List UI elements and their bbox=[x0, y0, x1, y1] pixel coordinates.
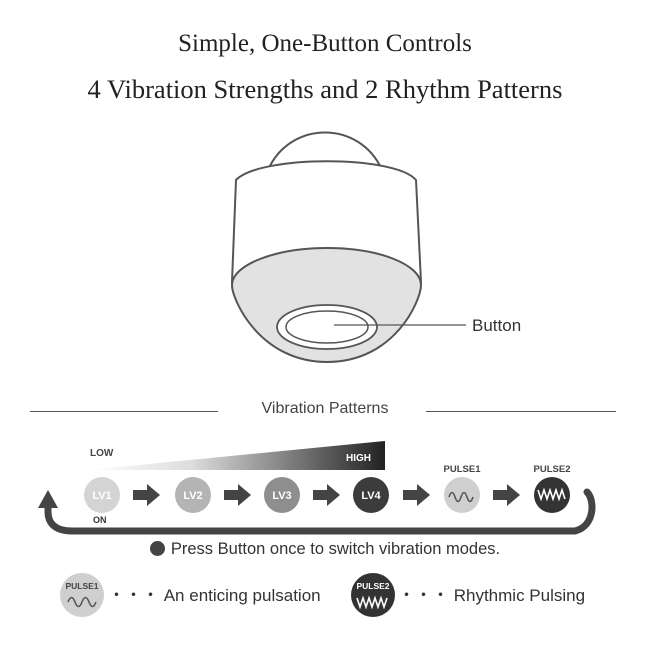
low-label: LOW bbox=[90, 448, 114, 459]
arrow-right-icon bbox=[493, 484, 520, 506]
section-line-left bbox=[30, 411, 218, 412]
mode-lv2: LV2 bbox=[175, 477, 211, 513]
mode-lv2-label: LV2 bbox=[183, 490, 202, 502]
mode-lv3-circle bbox=[264, 477, 300, 513]
section-line-right bbox=[426, 411, 616, 412]
on-label: ON bbox=[93, 515, 107, 525]
mode-pulse2-label: PULSE2 bbox=[534, 464, 571, 475]
mode-pulse2: PULSE2 bbox=[534, 464, 571, 513]
instruction: Press Button once to switch vibration mo… bbox=[0, 540, 650, 559]
instruction-text: Press Button once to switch vibration mo… bbox=[170, 540, 501, 558]
mode-lv4-label: LV4 bbox=[361, 490, 381, 502]
mode-lv4: LV4 bbox=[353, 477, 389, 513]
mode-pulse1-label: PULSE1 bbox=[444, 464, 482, 475]
arrow-right-icon bbox=[403, 484, 430, 506]
mode-lv1-circle bbox=[84, 477, 120, 513]
pulse1-wave-icon bbox=[448, 491, 474, 503]
arrow-right-icon bbox=[224, 484, 251, 506]
section-header: Vibration Patterns bbox=[0, 400, 650, 422]
device-dome bbox=[267, 131, 383, 171]
high-label: HIGH bbox=[346, 453, 371, 464]
arrow-right-icon bbox=[133, 484, 160, 506]
pulse2-zigzag-wave-icon bbox=[537, 487, 566, 502]
title-line-1: Simple, One-Button Controls bbox=[178, 30, 472, 57]
mode-pulse1: PULSE1 bbox=[444, 464, 482, 513]
button-label: Button bbox=[472, 316, 521, 335]
mode-lv3-label: LV3 bbox=[272, 490, 291, 502]
mode-lv4-circle bbox=[353, 477, 389, 513]
loop-arrowhead bbox=[38, 490, 58, 508]
bullet-dot-icon bbox=[149, 541, 165, 556]
step-arrows bbox=[133, 484, 520, 506]
title-line-2: 4 Vibration Strengths and 2 Rhythm Patte… bbox=[87, 74, 563, 104]
arrow-right-icon bbox=[313, 484, 340, 506]
mode-lv1-label: LV1 bbox=[92, 490, 111, 502]
intensity-ramp bbox=[87, 441, 385, 470]
mode-lv2-circle bbox=[175, 477, 211, 513]
loop-track bbox=[44, 488, 596, 535]
mode-lv1: LV1 bbox=[84, 477, 120, 513]
button-inner-ring bbox=[285, 310, 369, 344]
section-label: Vibration Patterns bbox=[261, 400, 389, 417]
mode-lv3: LV3 bbox=[264, 477, 300, 513]
